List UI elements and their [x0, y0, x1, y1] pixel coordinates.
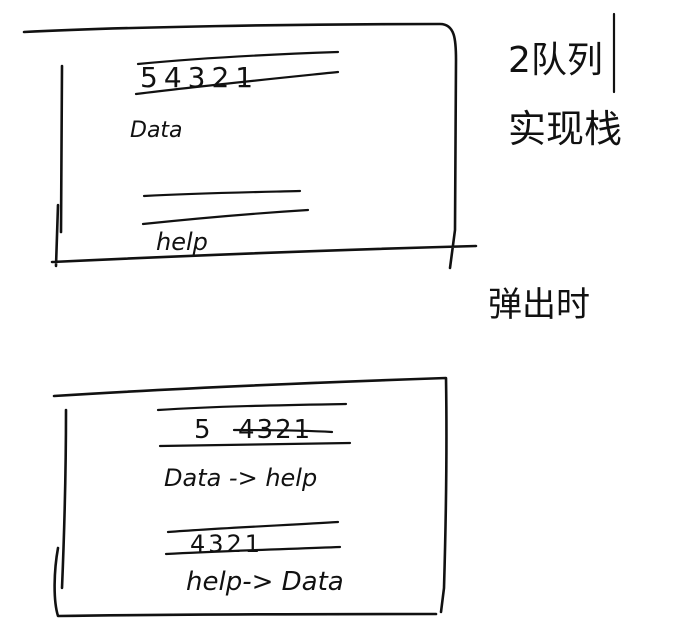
top-panel: 54321 Data help — [22, 22, 478, 270]
bottom-queue-data-strikethrough — [232, 428, 334, 434]
bottom-queue-data-lower-line — [158, 441, 352, 448]
top-queue-data-lower-line — [134, 70, 340, 96]
bottom-queue-data-front-item: 5 — [194, 415, 211, 445]
bottom-panel: 5 4321 Data -> help 4321 help-> Data — [52, 376, 448, 618]
bottom-queue-help-items: 4321 — [190, 530, 263, 558]
bottom-queue-help-upper-line — [166, 520, 340, 534]
note-implement-stack: 实现栈 — [508, 107, 622, 151]
top-queue-data-items: 54321 — [140, 61, 259, 94]
bottom-panel-frame — [52, 376, 448, 618]
top-queue-data-label: Data — [130, 118, 183, 143]
note-two-queues: 2队列 — [508, 40, 603, 81]
top-queue-help-label: help — [156, 228, 208, 256]
bottom-queue-help-label: help-> Data — [186, 567, 344, 597]
top-queue-help-lower-line — [141, 208, 310, 226]
top-panel-frame — [22, 22, 478, 270]
top-queue-data-upper-line — [136, 50, 340, 66]
bottom-queue-help-lower-line — [164, 545, 342, 556]
bottom-queue-data-label: Data -> help — [164, 464, 317, 492]
top-queue-help-upper-line — [142, 189, 302, 198]
note-on-pop: 弹出时 — [488, 285, 590, 325]
side-notes: 2队列 实现栈 弹出时 — [488, 12, 622, 325]
bottom-queue-data-upper-line — [156, 402, 348, 412]
